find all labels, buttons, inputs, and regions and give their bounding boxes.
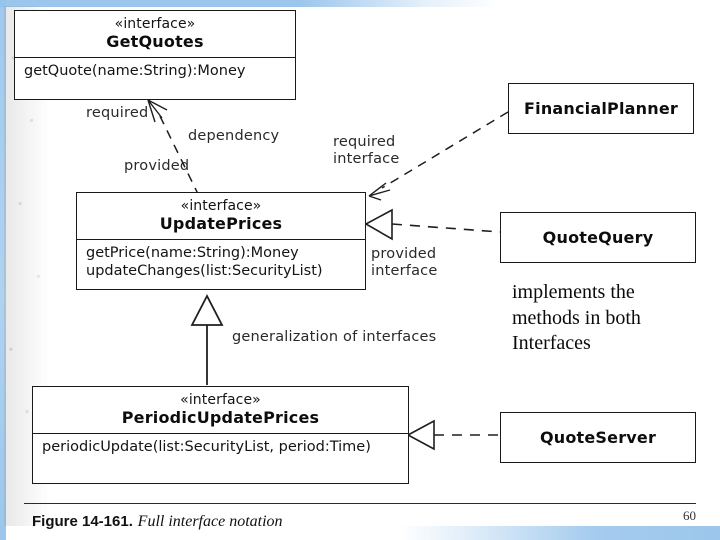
note-implements-both-interfaces: implements the methods in both Interface… [512, 281, 641, 355]
interface-name: GetQuotes [106, 31, 204, 51]
interface-header-update-prices: «interface» UpdatePrices [77, 193, 365, 239]
stereotype-label: «interface» [180, 392, 261, 408]
interface-header-get-quotes: «interface» GetQuotes [15, 11, 295, 57]
compartment-divider [33, 433, 408, 435]
annotation-provided: provided [124, 158, 190, 174]
dependency-updateprices-to-getquotes [147, 99, 200, 197]
interface-box-get-quotes[interactable]: «interface» GetQuotes getQuote(name:Stri… [14, 10, 296, 100]
realization-quotequery-to-updateprices [364, 208, 501, 241]
annotation-required: required [86, 105, 149, 121]
compartment-divider [77, 239, 365, 241]
interface-box-periodic-update-prices[interactable]: «interface» PeriodicUpdatePrices periodi… [32, 386, 409, 484]
class-box-quote-query[interactable]: QuoteQuery [500, 212, 696, 263]
scan-edge-top [0, 0, 500, 7]
interface-name: PeriodicUpdatePrices [121, 407, 320, 427]
interface-header-periodic-update-prices: «interface» PeriodicUpdatePrices [33, 387, 408, 433]
annotation-dependency: dependency [188, 128, 280, 144]
operation-item: periodicUpdate(list:SecurityList, period… [42, 439, 371, 456]
class-name: QuoteQuery [542, 228, 654, 247]
class-name: FinancialPlanner [524, 99, 678, 118]
operation-item: updateChanges(list:SecurityList) [86, 263, 323, 280]
caption-rule [24, 503, 696, 504]
operation-item: getQuote(name:String):Money [24, 63, 246, 80]
annotation-provided-interface: provided interface [371, 246, 438, 279]
scan-edge-left [0, 0, 6, 540]
compartment-divider [15, 57, 295, 59]
operations-compartment-periodic-update-prices: periodicUpdate(list:SecurityList, period… [33, 434, 408, 462]
page-number: 60 [683, 508, 696, 523]
generalization-periodic-to-updateprices [190, 294, 224, 385]
interface-box-update-prices[interactable]: «interface» UpdatePrices getPrice(name:S… [76, 192, 366, 290]
figure-caption: Figure 14-161. Full interface notation [32, 512, 283, 531]
realization-quoteserver-to-periodicupdateprices [406, 419, 500, 451]
interface-name: UpdatePrices [159, 213, 283, 233]
class-name: QuoteServer [539, 428, 657, 447]
stereotype-label: «interface» [114, 16, 196, 32]
operations-compartment-update-prices: getPrice(name:String):Money updateChange… [77, 240, 365, 285]
operation-item: getPrice(name:String):Money [86, 245, 299, 262]
annotation-generalization: generalization of interfaces [232, 329, 437, 345]
class-box-financial-planner[interactable]: FinancialPlanner [508, 83, 694, 134]
stereotype-label: «interface» [180, 198, 262, 214]
figure-title: Full interface notation [137, 513, 283, 530]
scan-edge-bottom [400, 526, 720, 540]
figure-label: Figure 14-161. [32, 513, 133, 530]
annotation-required-interface: required interface [333, 134, 400, 167]
class-box-quote-server[interactable]: QuoteServer [500, 412, 696, 463]
operations-compartment-get-quotes: getQuote(name:String):Money [15, 58, 295, 86]
